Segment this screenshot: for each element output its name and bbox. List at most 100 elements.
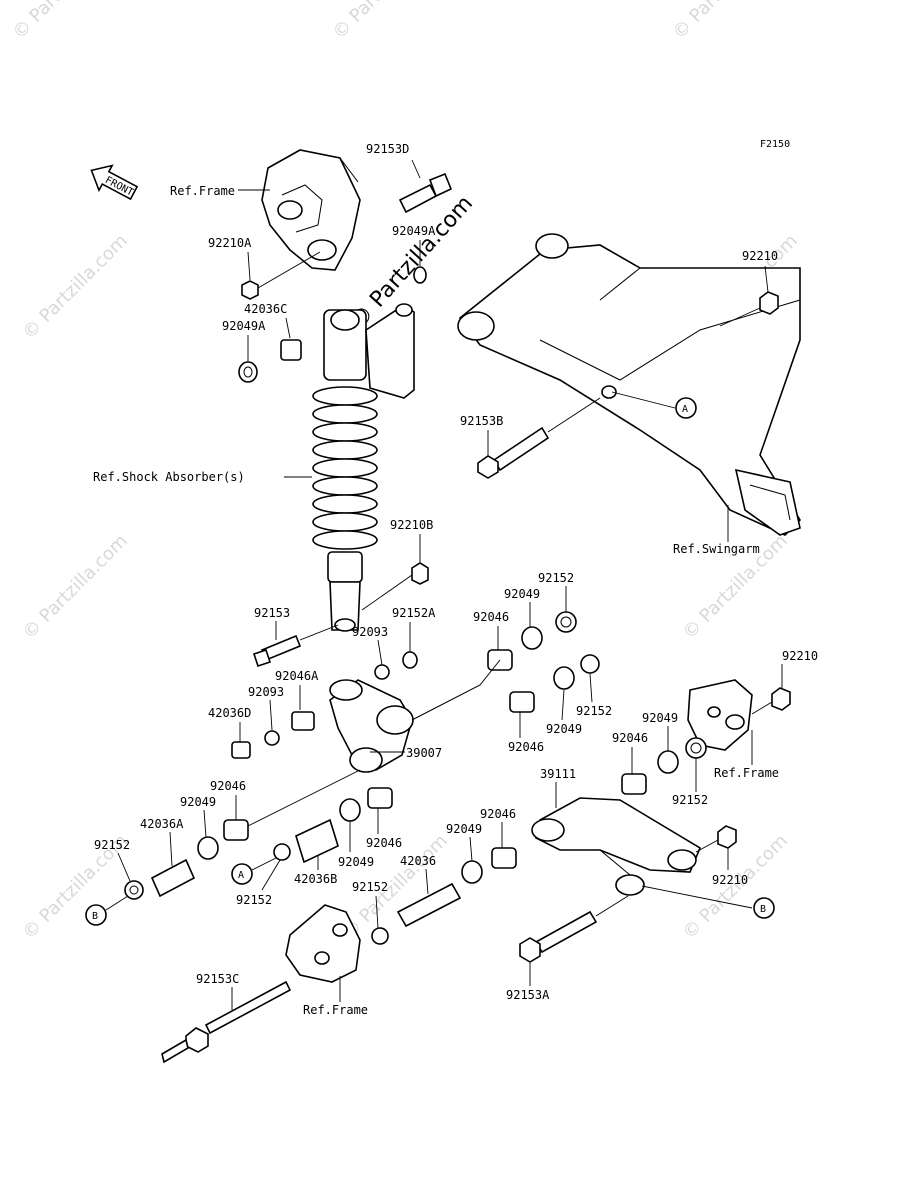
seal-92049-e bbox=[339, 798, 361, 822]
label-92152-left: 92152 bbox=[94, 838, 130, 852]
svg-text:A: A bbox=[238, 870, 244, 881]
seal-92049-f bbox=[197, 836, 219, 860]
label-92210A: 92210A bbox=[208, 236, 252, 250]
nut-92210B bbox=[411, 562, 429, 585]
label-39007: 39007 bbox=[406, 746, 442, 760]
label-92153A: 92153A bbox=[506, 988, 550, 1002]
label-92210-bottom: 92210 bbox=[712, 873, 748, 887]
label-92153B: 92153B bbox=[460, 414, 503, 428]
label-92049-b: 92049 bbox=[546, 722, 582, 736]
label-92093-a: 92093 bbox=[352, 625, 388, 639]
sleeve-42036 bbox=[396, 882, 462, 928]
watermark: © Partzilla.com bbox=[9, 0, 122, 44]
label-92049-f: 92049 bbox=[180, 795, 216, 809]
watermark: © Partzilla.com bbox=[19, 230, 132, 343]
seal-92049-b bbox=[553, 666, 575, 690]
label-92046-a: 92046 bbox=[473, 610, 509, 624]
washer-92152-e bbox=[273, 843, 291, 861]
label-92152-d: 92152 bbox=[352, 880, 388, 894]
label-92049-d: 92049 bbox=[446, 822, 482, 836]
label-42036B: 42036B bbox=[294, 872, 337, 886]
label-42036: 42036 bbox=[400, 854, 436, 868]
callout-A-lower: A bbox=[231, 857, 277, 885]
bolt-92153C bbox=[161, 980, 292, 1064]
seal-92049-a bbox=[521, 626, 543, 650]
washer-92152-top bbox=[555, 611, 577, 633]
watermark: © Partzilla.com bbox=[669, 0, 782, 44]
sleeve-42036A bbox=[150, 858, 196, 898]
label-ref-swingarm: Ref.Swingarm bbox=[673, 542, 760, 556]
bearing-92046-d bbox=[491, 847, 517, 869]
seal-92049A bbox=[238, 361, 258, 383]
seal-92049A-top bbox=[413, 266, 427, 284]
label-92049-e: 92049 bbox=[338, 855, 374, 869]
seal-92093-b bbox=[264, 730, 280, 746]
label-ref-frame-top: Ref.Frame bbox=[170, 184, 235, 198]
label-92152-top: 92152 bbox=[538, 571, 574, 585]
label-ref-shock-absorber: Ref.Shock Absorber(s) bbox=[93, 470, 245, 484]
label-92210-right: 92210 bbox=[782, 649, 818, 663]
collar-42036C bbox=[280, 339, 302, 361]
nut-92210-right bbox=[771, 687, 791, 711]
seal-92049-d bbox=[461, 860, 483, 884]
frame-bracket-right bbox=[687, 679, 753, 751]
label-42036C: 42036C bbox=[244, 302, 287, 316]
label-92093-b: 92093 bbox=[248, 685, 284, 699]
seal-92049-c bbox=[657, 750, 679, 774]
label-92046-e: 92046 bbox=[366, 836, 402, 850]
label-92046-d: 92046 bbox=[480, 807, 516, 821]
nut-92210-top bbox=[759, 291, 779, 315]
washer-92152-d bbox=[371, 927, 389, 945]
bolt-92153B bbox=[477, 397, 601, 479]
frame-bracket-bottom bbox=[285, 904, 361, 983]
label-92049A-top: 92049A bbox=[392, 224, 436, 238]
nut-92210A bbox=[241, 280, 259, 300]
label-92210-top: 92210 bbox=[742, 249, 778, 263]
bearing-92046-c bbox=[621, 773, 647, 795]
watermark: © Partzilla.com bbox=[19, 530, 132, 643]
label-42036D: 42036D bbox=[208, 706, 251, 720]
label-39111: 39111 bbox=[540, 767, 576, 781]
label-92153C: 92153C bbox=[196, 972, 239, 986]
svg-text:B: B bbox=[92, 911, 98, 922]
bearing-92046-b bbox=[509, 691, 535, 713]
callout-B-left: B bbox=[85, 895, 129, 926]
label-92153D: 92153D bbox=[366, 142, 409, 156]
tie-rod-39111 bbox=[531, 797, 702, 896]
label-ref-frame-right: Ref.Frame bbox=[714, 766, 779, 780]
label-92046A: 92046A bbox=[275, 669, 319, 683]
swingarm bbox=[457, 233, 802, 536]
bolt-92153D bbox=[398, 159, 453, 214]
label-42036A: 42036A bbox=[140, 817, 184, 831]
label-92049A: 92049A bbox=[222, 319, 266, 333]
svg-text:A: A bbox=[682, 404, 688, 415]
bearing-92046A bbox=[291, 711, 315, 731]
washer-92152-b bbox=[580, 654, 600, 674]
washer-92152-c bbox=[685, 737, 707, 759]
label-92152-c: 92152 bbox=[672, 793, 708, 807]
label-92049-c: 92049 bbox=[642, 711, 678, 725]
figure-code: F2150 bbox=[760, 139, 790, 150]
collar-42036D bbox=[231, 741, 251, 759]
collar-42036B bbox=[295, 818, 339, 864]
frame-bracket-top bbox=[261, 149, 361, 271]
washer-92152A bbox=[402, 651, 418, 669]
callout-B-right: B bbox=[641, 885, 775, 919]
label-92046-b: 92046 bbox=[508, 740, 544, 754]
nut-92210-bottom bbox=[717, 825, 737, 849]
bearing-92046-f bbox=[223, 819, 249, 841]
watermark: © Partzilla.com bbox=[329, 0, 442, 44]
label-92153: 92153 bbox=[254, 606, 290, 620]
label-92046-f: 92046 bbox=[210, 779, 246, 793]
label-ref-frame-bottom: Ref.Frame bbox=[303, 1003, 368, 1017]
front-arrow-icon: FRONT bbox=[90, 164, 139, 201]
label-92152A: 92152A bbox=[392, 606, 436, 620]
svg-text:B: B bbox=[760, 904, 766, 915]
label-92049-a: 92049 bbox=[504, 587, 540, 601]
seal-92093-a bbox=[374, 664, 390, 680]
bolt-92153 bbox=[252, 624, 339, 668]
bearing-92046-e bbox=[367, 787, 393, 809]
rocker-39007 bbox=[329, 659, 501, 773]
